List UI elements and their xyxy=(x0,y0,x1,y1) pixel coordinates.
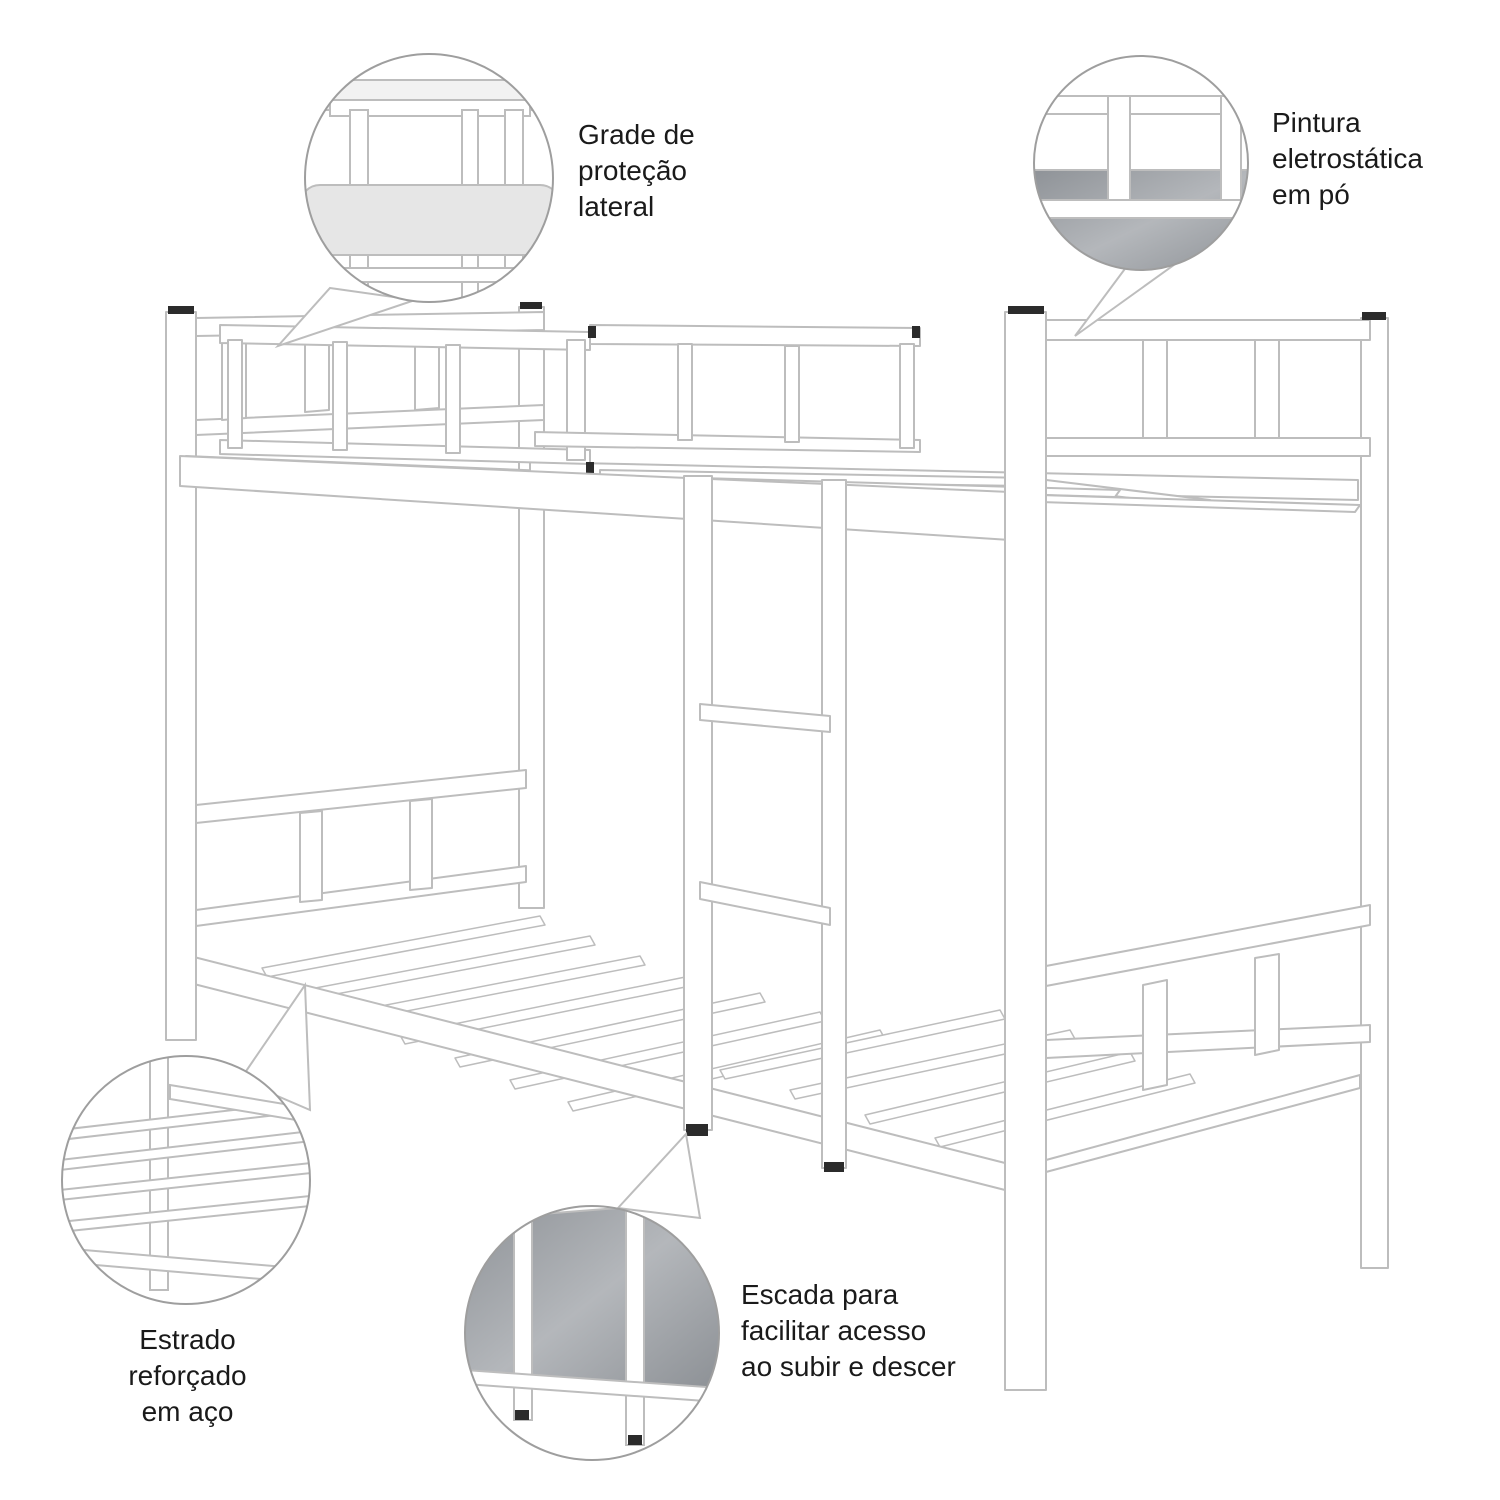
callout-slats xyxy=(61,981,312,1305)
bed-frame xyxy=(165,302,1389,1391)
label-line: eletrostática xyxy=(1272,143,1423,174)
callout-guard-rail xyxy=(274,53,554,349)
label-powder-coat: Pintura eletrostática em pó xyxy=(1272,105,1423,213)
label-line: proteção xyxy=(578,155,687,186)
label-line: em aço xyxy=(141,1396,234,1427)
label-line: Escada para xyxy=(741,1279,899,1310)
label-slats: Estrado reforçado em aço xyxy=(105,1322,270,1430)
label-line: Estrado xyxy=(139,1324,236,1355)
label-line: reforçado xyxy=(128,1360,247,1391)
callout-powder-coat xyxy=(1033,55,1249,337)
label-line: Grade de xyxy=(578,119,695,150)
label-line: ao subir e descer xyxy=(741,1351,956,1382)
label-line: lateral xyxy=(578,191,655,222)
label-ladder: Escada para facilitar acesso ao subir e … xyxy=(741,1277,956,1385)
guard-rail xyxy=(219,324,921,474)
label-line: em pó xyxy=(1272,179,1350,210)
label-line: Pintura xyxy=(1272,107,1361,138)
label-line: facilitar acesso xyxy=(741,1315,927,1346)
ladder xyxy=(683,475,847,1172)
label-guard-rail: Grade de proteção lateral xyxy=(578,117,695,225)
callout-ladder xyxy=(464,1131,720,1461)
